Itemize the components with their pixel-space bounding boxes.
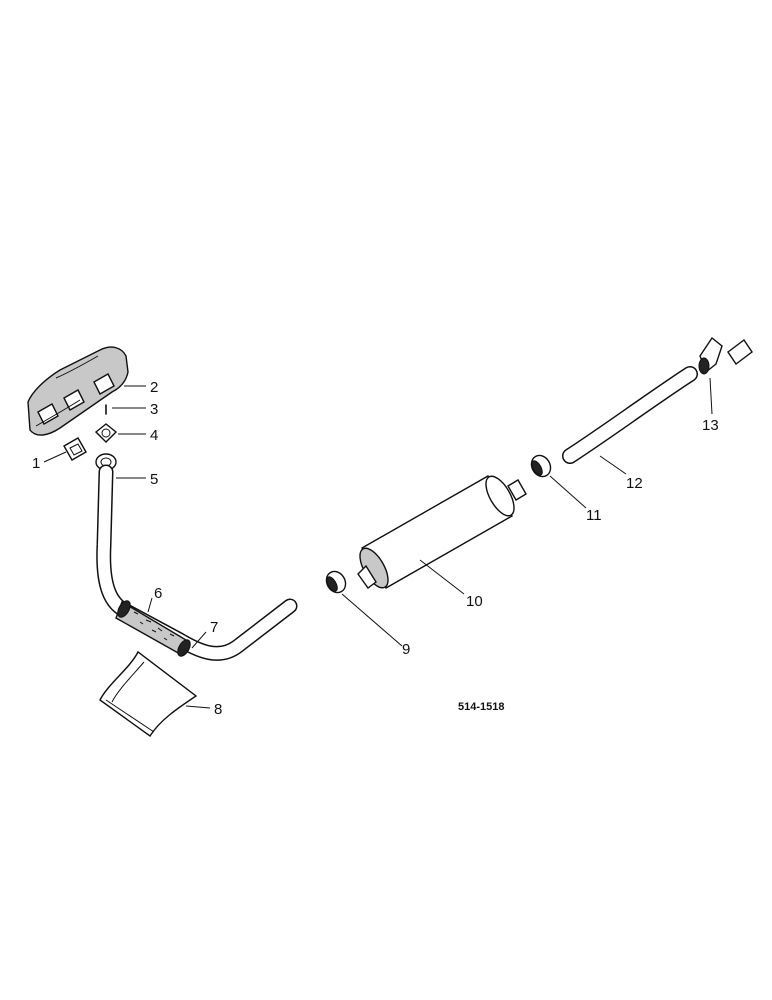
- callout-12: 12: [626, 475, 643, 492]
- callout-1: 1: [32, 455, 40, 472]
- callout-9: 9: [402, 641, 410, 658]
- pipe-clamp-lower: [177, 639, 191, 657]
- heat-shield: [99, 650, 198, 738]
- exhaust-manifold: [27, 346, 129, 436]
- tailpipe-bracket: [698, 336, 753, 375]
- leader-lines: [43, 377, 713, 709]
- pipe-clamp-upper: [117, 600, 131, 618]
- manifold-gasket: [63, 437, 87, 461]
- callout-4: 4: [150, 427, 158, 444]
- muffler-inlet-clamp: [325, 570, 347, 594]
- tailpipe-clamp: [530, 454, 552, 478]
- tail-pipe: [562, 366, 698, 464]
- callout-8: 8: [214, 701, 222, 718]
- flange-gasket: [94, 423, 118, 443]
- callout-3: 3: [150, 401, 158, 418]
- callout-6: 6: [154, 585, 162, 602]
- callout-10: 10: [466, 593, 483, 610]
- diagram-reference-code: 514-1518: [458, 701, 505, 713]
- callout-11: 11: [586, 507, 602, 524]
- muffler: [357, 475, 527, 589]
- callout-13: 13: [702, 417, 719, 434]
- callout-2: 2: [150, 379, 158, 396]
- callout-5: 5: [150, 471, 158, 488]
- callout-7: 7: [210, 619, 218, 636]
